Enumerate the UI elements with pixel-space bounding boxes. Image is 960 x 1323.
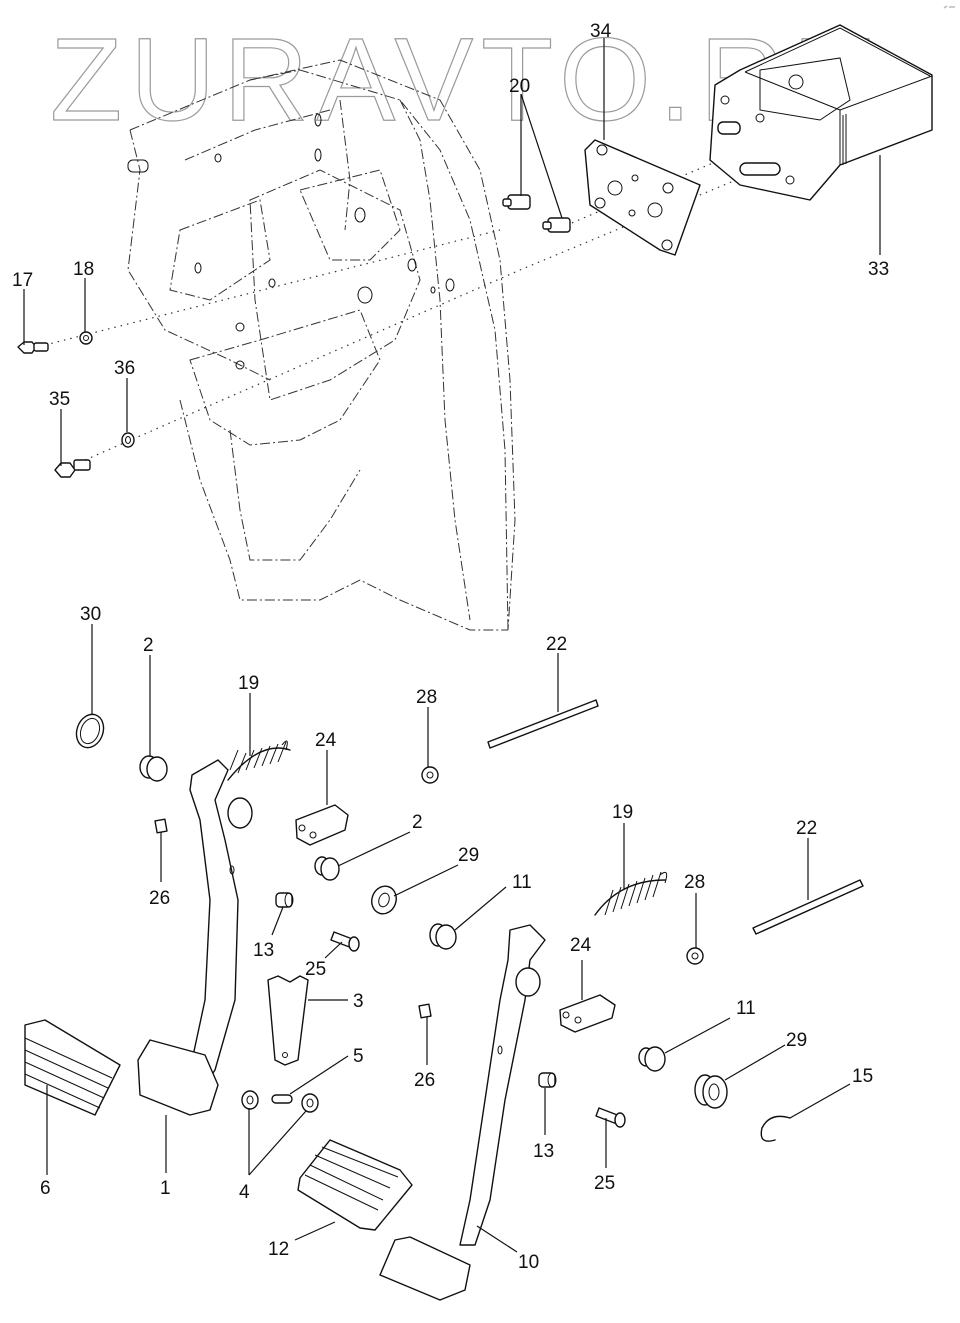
pushrod-22a [487, 699, 599, 749]
spacer-13a [275, 892, 294, 908]
callout-4[interactable]: 4 [239, 1182, 250, 1203]
pin-5 [271, 1094, 293, 1104]
master-cylinder-33 [709, 24, 933, 201]
bushing-11a [429, 923, 457, 950]
callout-6[interactable]: 6 [40, 1178, 51, 1199]
washer-36 [121, 432, 135, 448]
callout-10[interactable]: 10 [518, 1252, 539, 1273]
callout-13a[interactable]: 13 [253, 940, 274, 961]
retaining-clip-15 [760, 1115, 791, 1142]
bushing-11b [638, 1046, 666, 1072]
callout-19b[interactable]: 19 [612, 802, 633, 823]
clip-26a [154, 818, 168, 834]
callout-26a[interactable]: 26 [149, 888, 170, 909]
callout-25b[interactable]: 25 [594, 1173, 615, 1194]
switch-20 [502, 194, 571, 233]
callout-1[interactable]: 1 [160, 1178, 171, 1199]
clevis-24b [559, 994, 616, 1033]
washer-29a [371, 885, 397, 915]
gasket-34 [584, 139, 701, 256]
callout-11b[interactable]: 11 [736, 998, 756, 1019]
callout-2b[interactable]: 2 [412, 812, 423, 833]
callout-labels: 34 20 33 17 18 35 36 30 2 19 24 28 22 26… [12, 21, 889, 1273]
callout-33[interactable]: 33 [868, 259, 889, 280]
washers-4 [241, 1090, 319, 1113]
bushing-2a [139, 755, 168, 782]
clip-26b [418, 1003, 432, 1019]
callout-30[interactable]: 30 [80, 604, 101, 625]
clevis-24a [295, 804, 349, 846]
callout-2a[interactable]: 2 [143, 635, 154, 656]
callout-22b[interactable]: 22 [796, 818, 817, 839]
callout-36[interactable]: 36 [114, 358, 135, 379]
plate-3 [267, 975, 309, 1066]
callout-20[interactable]: 20 [509, 76, 530, 97]
nut-18 [79, 331, 93, 345]
alignment-lines [44, 159, 761, 461]
callout-24b[interactable]: 24 [570, 935, 592, 956]
callout-29a[interactable]: 29 [458, 845, 479, 866]
pin-25b [595, 1107, 626, 1128]
brake-pedal-10 [379, 924, 546, 1301]
callout-3[interactable]: 3 [353, 991, 364, 1012]
bushing-2b [314, 856, 340, 881]
bolt-17 [17, 341, 49, 354]
bolt-35 [54, 459, 91, 478]
pushrod-22b [752, 879, 864, 935]
nut-28b [686, 947, 704, 965]
callout-34[interactable]: 34 [590, 21, 612, 42]
pedal-pad-12 [297, 1139, 413, 1231]
spring-19b [594, 871, 668, 916]
callout-5[interactable]: 5 [353, 1046, 364, 1067]
callout-29b[interactable]: 29 [786, 1030, 807, 1051]
callout-28a[interactable]: 28 [416, 687, 437, 708]
nut-28a [421, 766, 439, 784]
corner-mark [943, 5, 955, 9]
callout-11a[interactable]: 11 [512, 872, 532, 893]
spring-19a [227, 740, 291, 781]
callout-25a[interactable]: 25 [305, 959, 326, 980]
pin-25a [330, 931, 360, 952]
leader-lines [23, 38, 881, 1253]
spacer-13b [538, 1072, 557, 1088]
callout-17[interactable]: 17 [12, 270, 33, 291]
pedal-pad-6 [24, 1019, 121, 1116]
callout-24a[interactable]: 24 [315, 730, 337, 751]
callout-12[interactable]: 12 [268, 1239, 289, 1260]
callout-22a[interactable]: 22 [546, 634, 567, 655]
washer-29b [694, 1074, 728, 1109]
washer-30 [75, 713, 105, 749]
callout-19a[interactable]: 19 [238, 673, 259, 694]
clutch-pedal-1 [137, 759, 253, 1116]
callout-35[interactable]: 35 [49, 389, 70, 410]
callout-28b[interactable]: 28 [684, 872, 705, 893]
pedal-bracket-phantom [127, 59, 516, 631]
callout-13b[interactable]: 13 [533, 1141, 554, 1162]
callout-18[interactable]: 18 [73, 259, 94, 280]
callout-26b[interactable]: 26 [414, 1070, 435, 1091]
callout-15[interactable]: 15 [852, 1066, 873, 1087]
